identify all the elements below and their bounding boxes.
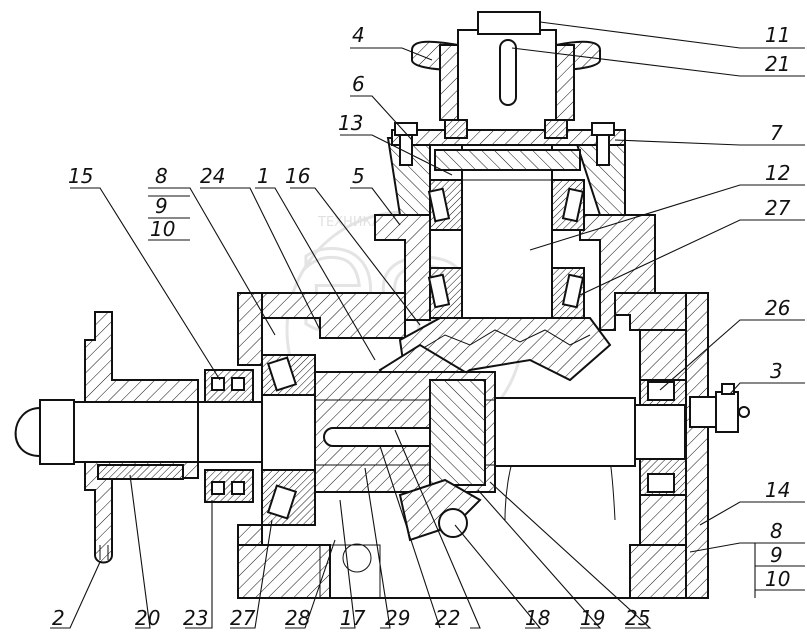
callout-8-left: 8 — [155, 164, 168, 188]
callout-28: 28 — [285, 606, 310, 630]
callout-labels: 4 6 13 5 1 16 24 15 8 9 10 11 21 7 12 27… — [52, 23, 791, 630]
callout-1: 1 — [257, 164, 270, 188]
callout-14: 14 — [765, 478, 790, 502]
main-housing — [237, 292, 709, 599]
callout-16: 16 — [285, 164, 310, 188]
callout-17: 17 — [340, 606, 366, 630]
horizontal-shaft-bearings — [204, 354, 687, 526]
callout-18: 18 — [525, 606, 550, 630]
callout-12: 12 — [765, 161, 790, 185]
breather-plug — [689, 383, 750, 433]
callout-2: 2 — [52, 606, 65, 630]
callout-21: 21 — [765, 52, 790, 76]
callout-4: 4 — [352, 23, 365, 47]
callout-27-top: 27 — [765, 196, 791, 220]
callout-25: 25 — [625, 606, 650, 630]
leader-lines — [50, 21, 805, 629]
callout-3: 3 — [770, 359, 783, 383]
output-flange — [14, 311, 199, 564]
callout-6: 6 — [352, 72, 365, 96]
callout-23: 23 — [183, 606, 208, 630]
callout-8-right: 8 — [770, 519, 783, 543]
callout-15: 15 — [68, 164, 93, 188]
callout-19: 19 — [580, 606, 605, 630]
callout-9-right: 9 — [770, 543, 783, 567]
callout-10-left: 10 — [150, 217, 175, 241]
callout-13: 13 — [338, 111, 363, 135]
cover-bolts — [394, 122, 615, 166]
vertical-shaft — [411, 11, 601, 321]
callout-5: 5 — [352, 164, 365, 188]
callout-11: 11 — [765, 23, 790, 47]
callout-27-bottom: 27 — [230, 606, 256, 630]
callout-24: 24 — [200, 164, 225, 188]
callout-26: 26 — [765, 296, 790, 320]
callout-29: 29 — [385, 606, 410, 630]
vertical-shaft-bearings — [427, 119, 585, 319]
callout-7: 7 — [770, 121, 783, 145]
horizontal-shaft — [197, 371, 686, 542]
callout-9-left: 9 — [155, 194, 168, 218]
callout-20: 20 — [135, 606, 160, 630]
callout-22: 22 — [435, 606, 460, 630]
callout-10-right: 10 — [765, 567, 790, 591]
